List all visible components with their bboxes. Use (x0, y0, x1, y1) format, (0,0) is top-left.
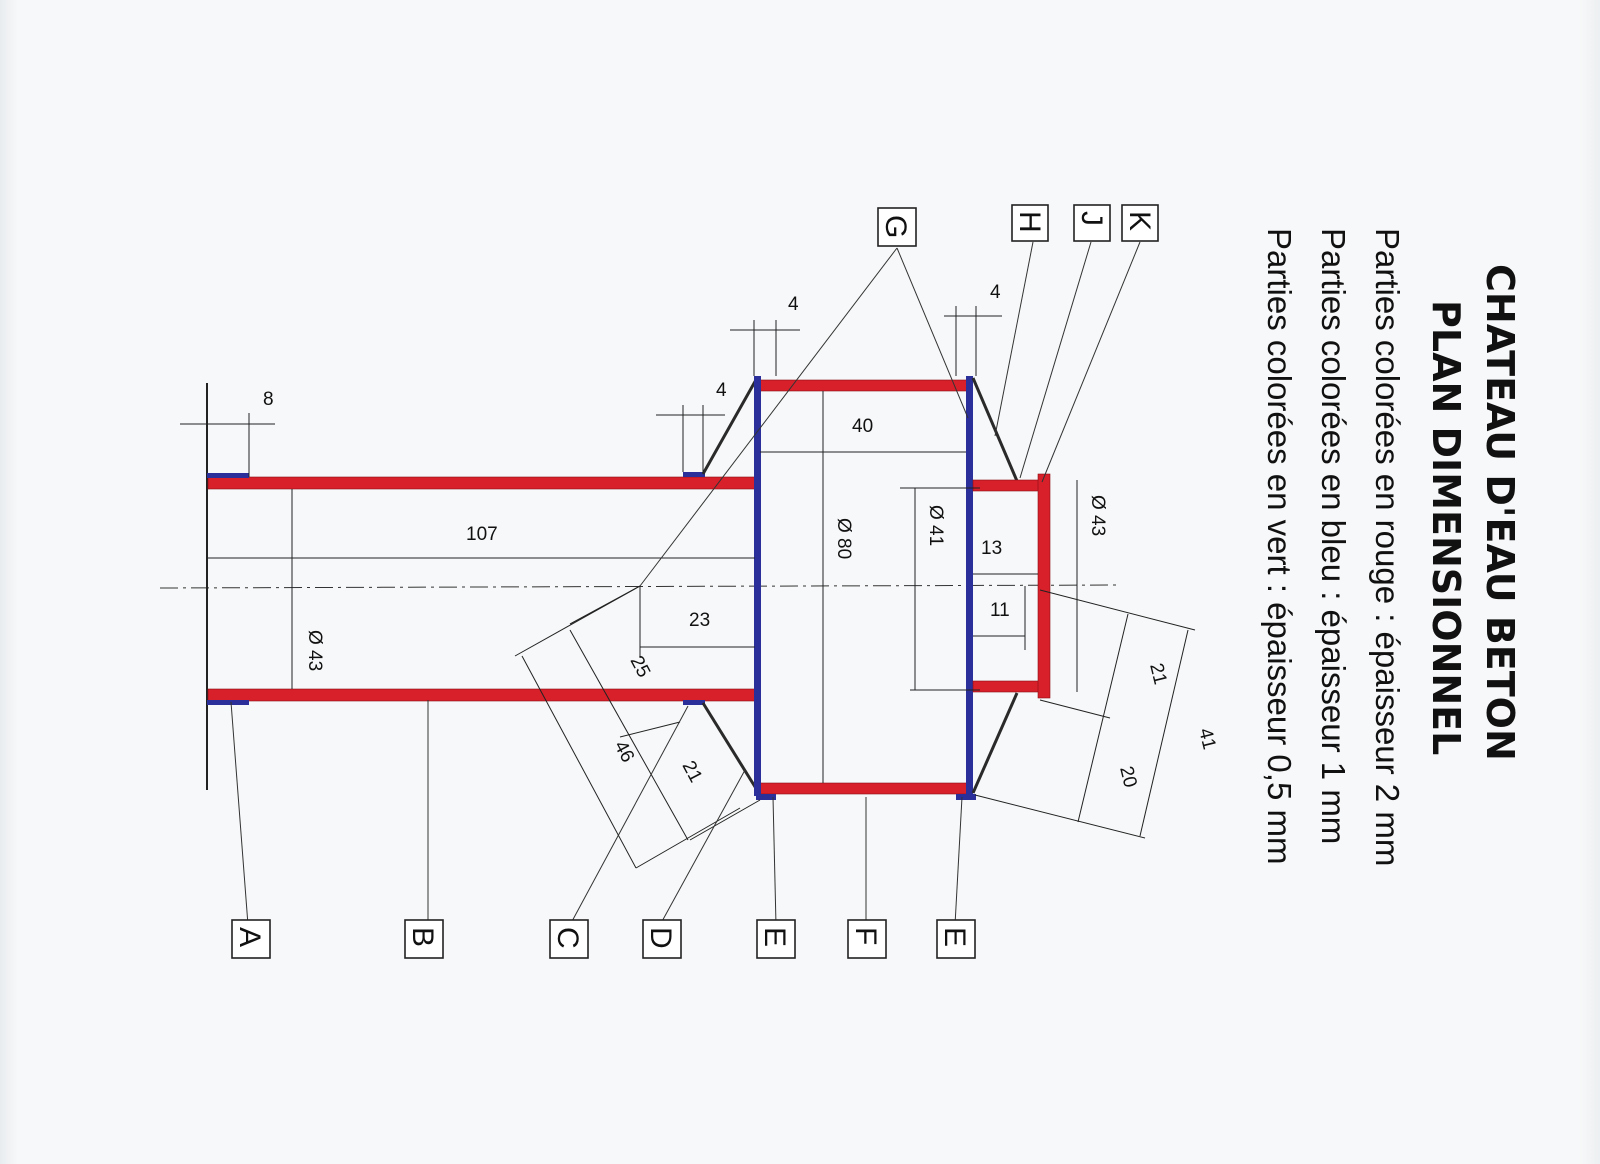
dim-41-len: 41 (1194, 726, 1219, 752)
dim-d41: Ø 41 (925, 505, 946, 546)
label-b: B (404, 919, 444, 959)
svg-text:E: E (938, 927, 971, 947)
label-e-left: E (756, 919, 796, 959)
leader-k (1041, 241, 1141, 483)
dim-4-top-right: 4 (990, 282, 1001, 303)
neck-bottom-wall (972, 680, 1040, 693)
tank-top-wall (759, 379, 971, 392)
legend-blue: Parties colorées en bleu : épaisseur 1 m… (1315, 228, 1352, 844)
label-k: K (1121, 204, 1159, 242)
tank-bottom-wall (759, 782, 971, 795)
part-a-top-ring (207, 473, 249, 478)
svg-text:A: A (233, 927, 266, 947)
dim-11: 11 (990, 600, 1010, 621)
leader-h (994, 241, 1034, 437)
dim-21-left-tick (619, 721, 681, 738)
dim-21-right: 21 (1145, 661, 1170, 687)
dim-40: 40 (852, 416, 873, 437)
svg-text:K: K (1123, 211, 1156, 231)
dim-21-left: 21 (678, 757, 706, 786)
top-neck (972, 473, 1051, 699)
part-e-right-foot (956, 794, 976, 800)
dim-21-20-line (1077, 613, 1129, 823)
dim-41-ext-a (1039, 589, 1196, 631)
dim-46-ext-b (635, 807, 741, 869)
part-f-tank (754, 376, 976, 800)
right-cone (971, 377, 1019, 794)
svg-text:D: D (644, 927, 677, 949)
leader-g-a (639, 247, 898, 587)
part-labels: A B C D E F E G (231, 204, 1159, 959)
dim-23: 23 (689, 610, 710, 631)
dim-107: 107 (466, 524, 498, 545)
leader-e-left (772, 796, 777, 926)
right-cone-bottom-edge (971, 692, 1019, 794)
leader-e-right (954, 796, 963, 926)
leader-lines (230, 241, 1141, 926)
label-a: A (231, 919, 271, 959)
left-cone-bottom-edge (701, 702, 759, 791)
title-line-2: PLAN DIMENSIONNEL (1424, 300, 1468, 755)
dim-21-right-ext (1039, 699, 1111, 719)
part-a-bottom-ring (207, 700, 249, 705)
dim-41-line (1139, 629, 1189, 837)
svg-text:G: G (879, 215, 912, 238)
label-d: D (642, 919, 682, 959)
dim-25-ext-a (569, 585, 641, 625)
title-line-1: CHATEAU D'EAU BETON (1478, 264, 1522, 761)
label-j: J (1073, 204, 1111, 242)
part-k-cap (1037, 473, 1051, 699)
svg-text:H: H (1013, 211, 1046, 233)
dim-4-top-left: 4 (788, 294, 799, 315)
dim-4-small: 4 (716, 380, 727, 401)
legend-green: Parties colorées en vert : épaisseur 0,5… (1261, 228, 1298, 864)
right-cone-top-edge (971, 377, 1019, 482)
leader-j (1019, 241, 1092, 479)
dim-46: 46 (610, 737, 638, 766)
part-b-tube (207, 472, 757, 705)
part-e-left-foot (756, 794, 776, 800)
dim-25-ext-b (689, 799, 761, 841)
dim-d80: Ø 80 (833, 518, 854, 559)
dim-13: 13 (981, 538, 1002, 559)
leader-d (659, 769, 746, 926)
dim-d43-left: Ø 43 (304, 630, 325, 671)
svg-text:C: C (551, 927, 584, 949)
dim-20: 20 (1115, 764, 1140, 790)
svg-text:J: J (1075, 211, 1108, 226)
leader-c (569, 705, 689, 926)
dimension-lines (180, 306, 1196, 869)
svg-text:B: B (406, 927, 439, 947)
leader-g-b (896, 247, 969, 419)
label-h: H (1011, 204, 1049, 242)
dim-d43-right: Ø 43 (1087, 495, 1108, 536)
svg-text:F: F (849, 927, 882, 945)
tube-bottom-wall (207, 688, 757, 702)
label-e-right: E (936, 919, 976, 959)
tube-top-wall (207, 476, 757, 490)
left-cone (701, 377, 759, 791)
legend-red: Parties colorées en rouge : épaisseur 2 … (1369, 228, 1406, 866)
leader-a (230, 701, 249, 926)
label-g: G (877, 207, 917, 247)
dimension-texts: 8 107 Ø 43 4 4 4 40 Ø 80 Ø 41 Ø 43 13 11… (263, 282, 1220, 790)
part-d-top-ring (683, 472, 705, 477)
dim-46-line (521, 655, 637, 869)
part-e-left-plate (754, 376, 761, 796)
part-e-right-plate (966, 376, 973, 796)
neck-top-wall (972, 479, 1040, 492)
dim-25: 25 (626, 652, 654, 681)
dim-8: 8 (263, 389, 274, 410)
part-d-bottom-ring (683, 700, 705, 705)
label-c: C (549, 919, 589, 959)
label-f: F (847, 919, 887, 959)
title-block: CHATEAU D'EAU BETON PLAN DIMENSIONNEL Pa… (1261, 228, 1522, 866)
dim-41-ext-b (974, 794, 1146, 839)
left-cone-top-edge (701, 377, 759, 475)
svg-text:E: E (758, 927, 791, 947)
